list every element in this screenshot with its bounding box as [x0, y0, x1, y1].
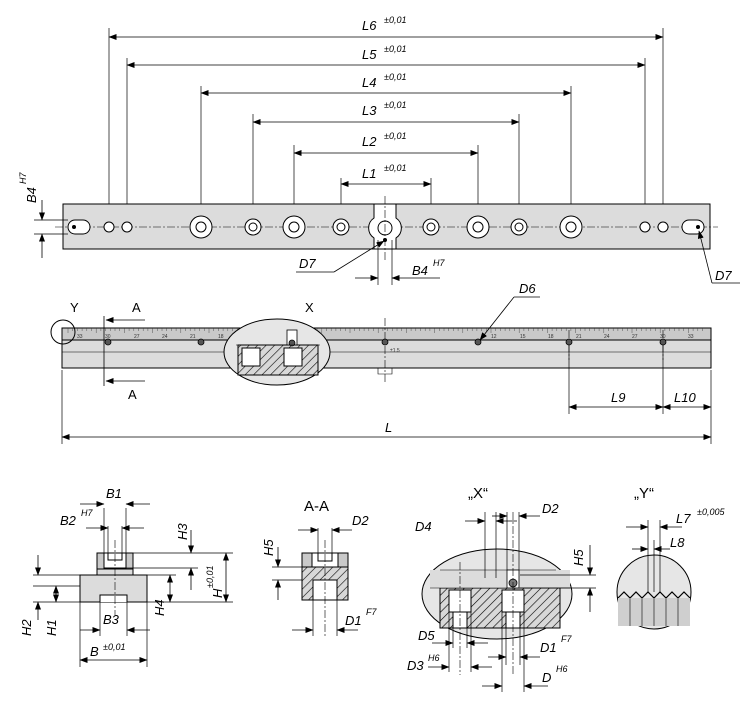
- dim-d2-section: D2: [352, 513, 369, 528]
- scale-num-27-left: 27: [134, 334, 140, 340]
- dim-b4-left-tol: H7: [18, 172, 28, 184]
- detail-x: „X“ D4 D2 H5 D5: [407, 485, 596, 692]
- callout-d6: D6: [519, 281, 536, 296]
- dim-d3-tol: H6: [428, 653, 440, 663]
- scale-num-30-left: 30: [105, 334, 111, 340]
- b4-d7-callouts: B4 H7 D7 D7: [296, 230, 740, 285]
- dim-h: H: [210, 588, 225, 598]
- dim-b4-bottom: B4: [412, 263, 428, 278]
- callout-d7-center: D7: [299, 256, 316, 271]
- scale-num-24-right: 24: [604, 334, 610, 340]
- dim-l: L: [385, 420, 392, 435]
- dim-d1-detail-tol: F7: [561, 634, 572, 644]
- scale-num-24-left: 24: [162, 334, 168, 340]
- dim-d2-detail: D2: [542, 501, 559, 516]
- b4-left-dimension: B4 H7: [18, 172, 68, 258]
- section-a-a: A-A H5 D2 D1 F7: [261, 498, 377, 638]
- scale-num-18-left: 18: [218, 334, 224, 340]
- dim-h-tol: ±0,01: [205, 566, 215, 588]
- scale-num-27-right: 27: [632, 334, 638, 340]
- dim-b4-bottom-tol: H7: [433, 258, 445, 268]
- scale-center-mark: ±1.5: [390, 348, 400, 354]
- label-section-a-top: A: [132, 300, 141, 315]
- dim-l3: L3: [362, 103, 377, 118]
- dim-b: B: [90, 644, 99, 659]
- scale-num-15-right: 15: [520, 334, 526, 340]
- dim-b3: B3: [103, 612, 120, 627]
- dim-l5-tol: ±0,01: [384, 44, 406, 54]
- section-a-a-title: A-A: [304, 498, 329, 515]
- rail-top-view: [55, 196, 718, 262]
- dim-h5-section: H5: [261, 539, 276, 556]
- dim-l5: L5: [362, 47, 377, 62]
- dim-d1-section: D1: [345, 613, 362, 628]
- callout-d7-right: D7: [715, 268, 732, 283]
- dim-h1: H1: [44, 619, 59, 636]
- dim-d1-section-tol: F7: [366, 607, 377, 617]
- scale-num-21-left: 21: [190, 334, 196, 340]
- scale-num-33-left: 33: [77, 334, 83, 340]
- dim-h5-detail: H5: [571, 549, 586, 566]
- dim-d5: D5: [418, 628, 435, 643]
- detail-y: „Y“ L7 ±0,005 L8: [616, 485, 725, 630]
- dim-l9: L9: [611, 390, 625, 405]
- dim-l1-tol: ±0,01: [384, 163, 406, 173]
- label-y-marker: Y: [70, 300, 79, 315]
- dim-l7-tol: ±0,005: [697, 507, 725, 517]
- dim-l6: L6: [362, 18, 377, 33]
- rail-side-view: 33 30 27 24 21 18 12 15 18 21 24 27 30 3…: [50, 281, 712, 402]
- top-view-dimensions: L6 ±0,01 L5 ±0,01 L4 ±0,01 L3 ±0,01 L2 ±…: [108, 15, 664, 222]
- detail-y-title: „Y“: [634, 485, 654, 502]
- scale-num-30-right: 30: [660, 334, 666, 340]
- dim-l10: L10: [674, 390, 696, 405]
- dim-l8: L8: [670, 535, 685, 550]
- scale-num-12-right: 12: [491, 334, 497, 340]
- detail-x-title: „X“: [468, 485, 488, 502]
- dim-d-tol: H6: [556, 664, 568, 674]
- dim-b1: B1: [106, 486, 122, 501]
- scale-num-33-right: 33: [688, 334, 694, 340]
- dim-l2: L2: [362, 134, 377, 149]
- label-x-marker: X: [305, 300, 314, 315]
- dim-d1-detail: D1: [540, 640, 557, 655]
- scale-num-21-right: 21: [576, 334, 582, 340]
- dim-d3: D3: [407, 658, 424, 673]
- dim-h4: H4: [152, 599, 167, 616]
- dim-l3-tol: ±0,01: [384, 100, 406, 110]
- dim-b4-left: B4: [24, 187, 39, 203]
- dim-b2-tol: H7: [81, 508, 93, 518]
- dim-h3: H3: [175, 523, 190, 540]
- dim-l2-tol: ±0,01: [384, 131, 406, 141]
- dim-l4: L4: [362, 75, 376, 90]
- dim-d4: D4: [415, 519, 432, 534]
- dim-d: D: [542, 670, 551, 685]
- profile-view: B1 B2 H7 H3 H ±0,01 H4 H2 H1: [19, 486, 233, 667]
- label-section-a-bottom: A: [128, 387, 137, 402]
- dim-l1: L1: [362, 166, 376, 181]
- dim-b2: B2: [60, 513, 77, 528]
- dim-b-tol: ±0,01: [103, 642, 125, 652]
- dim-l4-tol: ±0,01: [384, 72, 406, 82]
- scale-num-18-right: 18: [548, 334, 554, 340]
- dim-l6-tol: ±0,01: [384, 15, 406, 25]
- dim-l7: L7: [676, 511, 691, 526]
- dim-h2: H2: [19, 619, 34, 636]
- side-view-dimensions: L9 L10 L: [61, 345, 712, 444]
